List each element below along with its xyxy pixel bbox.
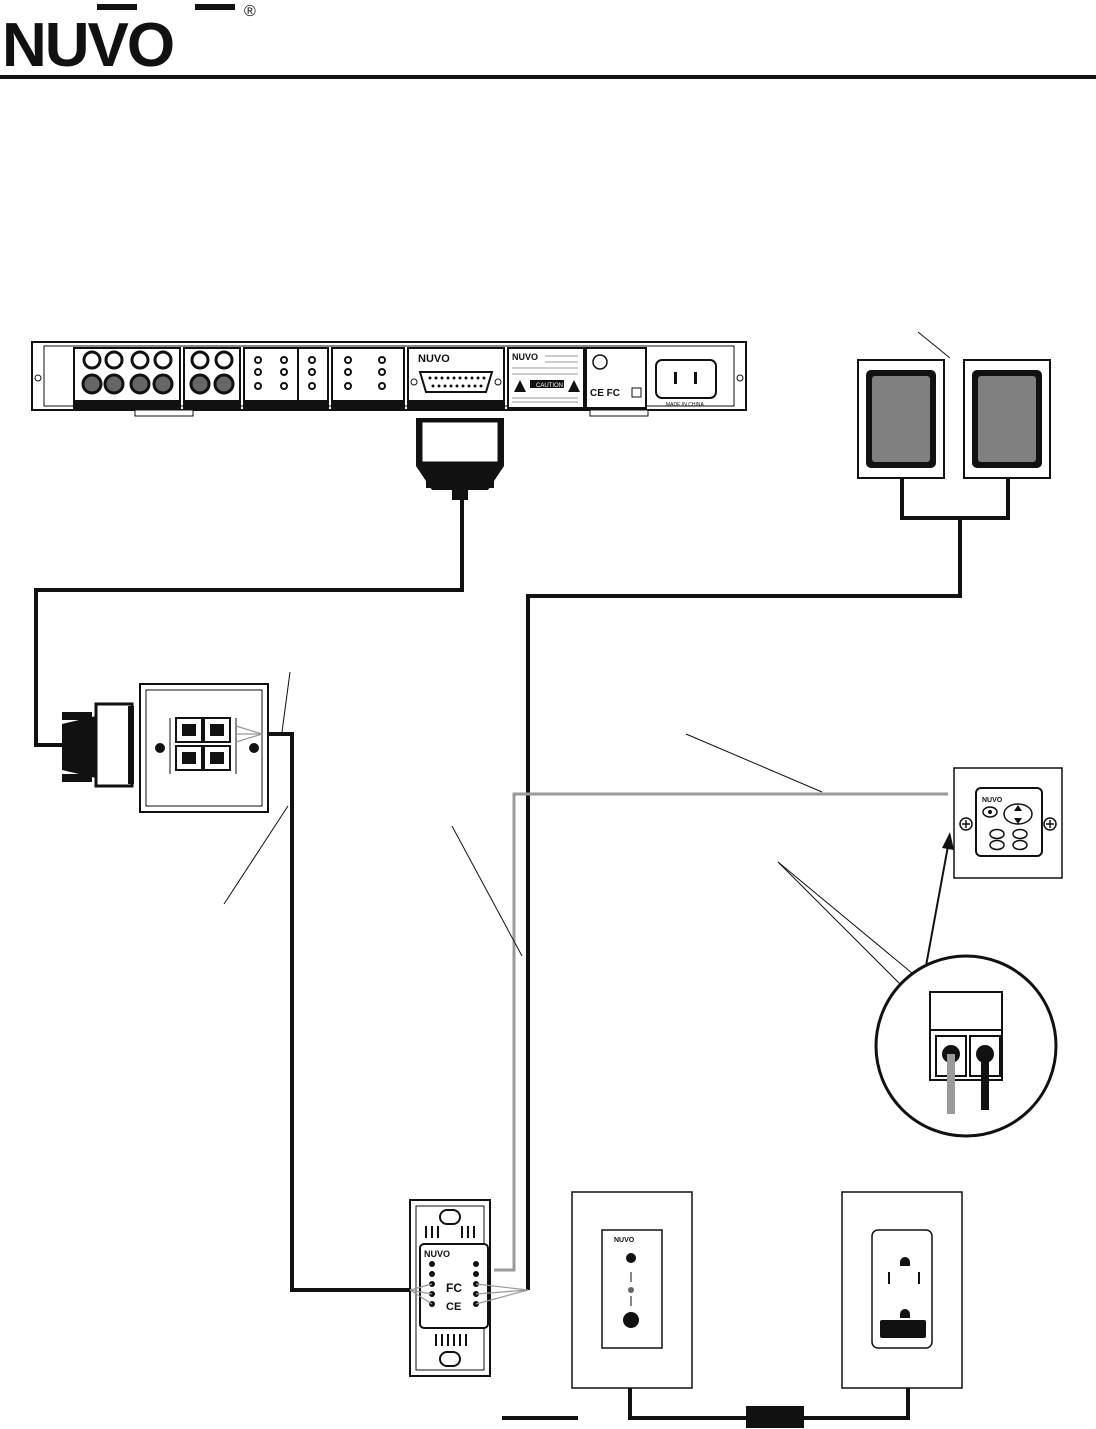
nuvo-logo: NUVO ®	[2, 3, 256, 80]
hub-fan-wires	[235, 725, 263, 743]
unit-brand-label: NUVO	[418, 353, 450, 365]
cert-block	[585, 347, 647, 409]
terminal-screws	[429, 1261, 479, 1307]
logo-text: NUVO	[2, 11, 173, 80]
connection-hub	[62, 683, 269, 813]
wall-plate: NUVO FC CE	[409, 1199, 491, 1377]
caution-box	[530, 380, 564, 388]
main-unit-rear-panel: NUVO NUVO CAUTION CE FC MADE IN CHINA	[31, 341, 747, 417]
callout-lines	[223, 331, 989, 1037]
mounting-slots	[425, 1226, 475, 1346]
rca-jacks-1	[81, 350, 174, 395]
arrow-line	[925, 845, 949, 967]
rca-jacks-2	[189, 350, 235, 395]
registered-mark: ®	[244, 3, 256, 20]
plug-icon	[880, 1320, 926, 1338]
screw-icon	[1043, 817, 1057, 831]
logo-macron-u	[97, 4, 137, 10]
db25-cable-connector	[416, 418, 504, 500]
header-rule	[0, 75, 1096, 79]
keypad-brand: NUVO	[982, 797, 1003, 804]
power-adapter-brick	[746, 1406, 804, 1428]
svg-text:FC: FC	[446, 1281, 462, 1295]
speaker-right	[963, 359, 1051, 479]
foot-right	[589, 409, 649, 417]
gray-wire	[494, 792, 948, 1272]
arrow-head-icon	[942, 832, 954, 850]
warning-icon	[514, 380, 526, 392]
small-jacks-1	[254, 356, 316, 390]
power-supply-plate: NUVO	[571, 1191, 693, 1389]
screw-icon	[959, 817, 973, 831]
svg-text:CE: CE	[446, 1301, 461, 1313]
plate-fan-wires	[409, 1283, 529, 1305]
screw-icon	[155, 743, 165, 753]
speaker-left	[857, 359, 945, 479]
terminal-zoom	[874, 954, 1058, 1138]
db25-pins	[428, 376, 486, 388]
svg-text:CAUTION: CAUTION	[536, 383, 563, 389]
db25-port	[418, 371, 494, 393]
double-insulation-icon	[631, 387, 642, 398]
label-lines	[512, 355, 578, 403]
keypad-buttons	[989, 828, 1028, 851]
warning-icon	[568, 380, 580, 392]
trigger-jack-block	[331, 347, 405, 409]
svg-text:NUVO: NUVO	[512, 352, 538, 362]
keypad: NUVO	[953, 767, 1063, 879]
wall-plate-brand: NUVO	[424, 1249, 450, 1259]
screw-icon	[249, 743, 259, 753]
screw-icon	[34, 374, 42, 382]
svg-text:CE FC: CE FC	[590, 388, 620, 399]
svg-text:NUVO: NUVO	[614, 1237, 635, 1244]
terminal-strips	[169, 718, 237, 774]
rca-block-1-bar	[74, 400, 180, 408]
small-jacks-2	[344, 356, 386, 390]
electrical-outlet	[841, 1191, 963, 1389]
svg-text:MADE IN CHINA: MADE IN CHINA	[666, 402, 704, 408]
etl-icon	[592, 354, 608, 370]
screw-icon	[736, 374, 744, 382]
logo-macron-o	[195, 4, 235, 10]
foot-left	[134, 409, 194, 417]
bottom-rule	[502, 1416, 578, 1420]
power-inlet	[655, 359, 717, 399]
